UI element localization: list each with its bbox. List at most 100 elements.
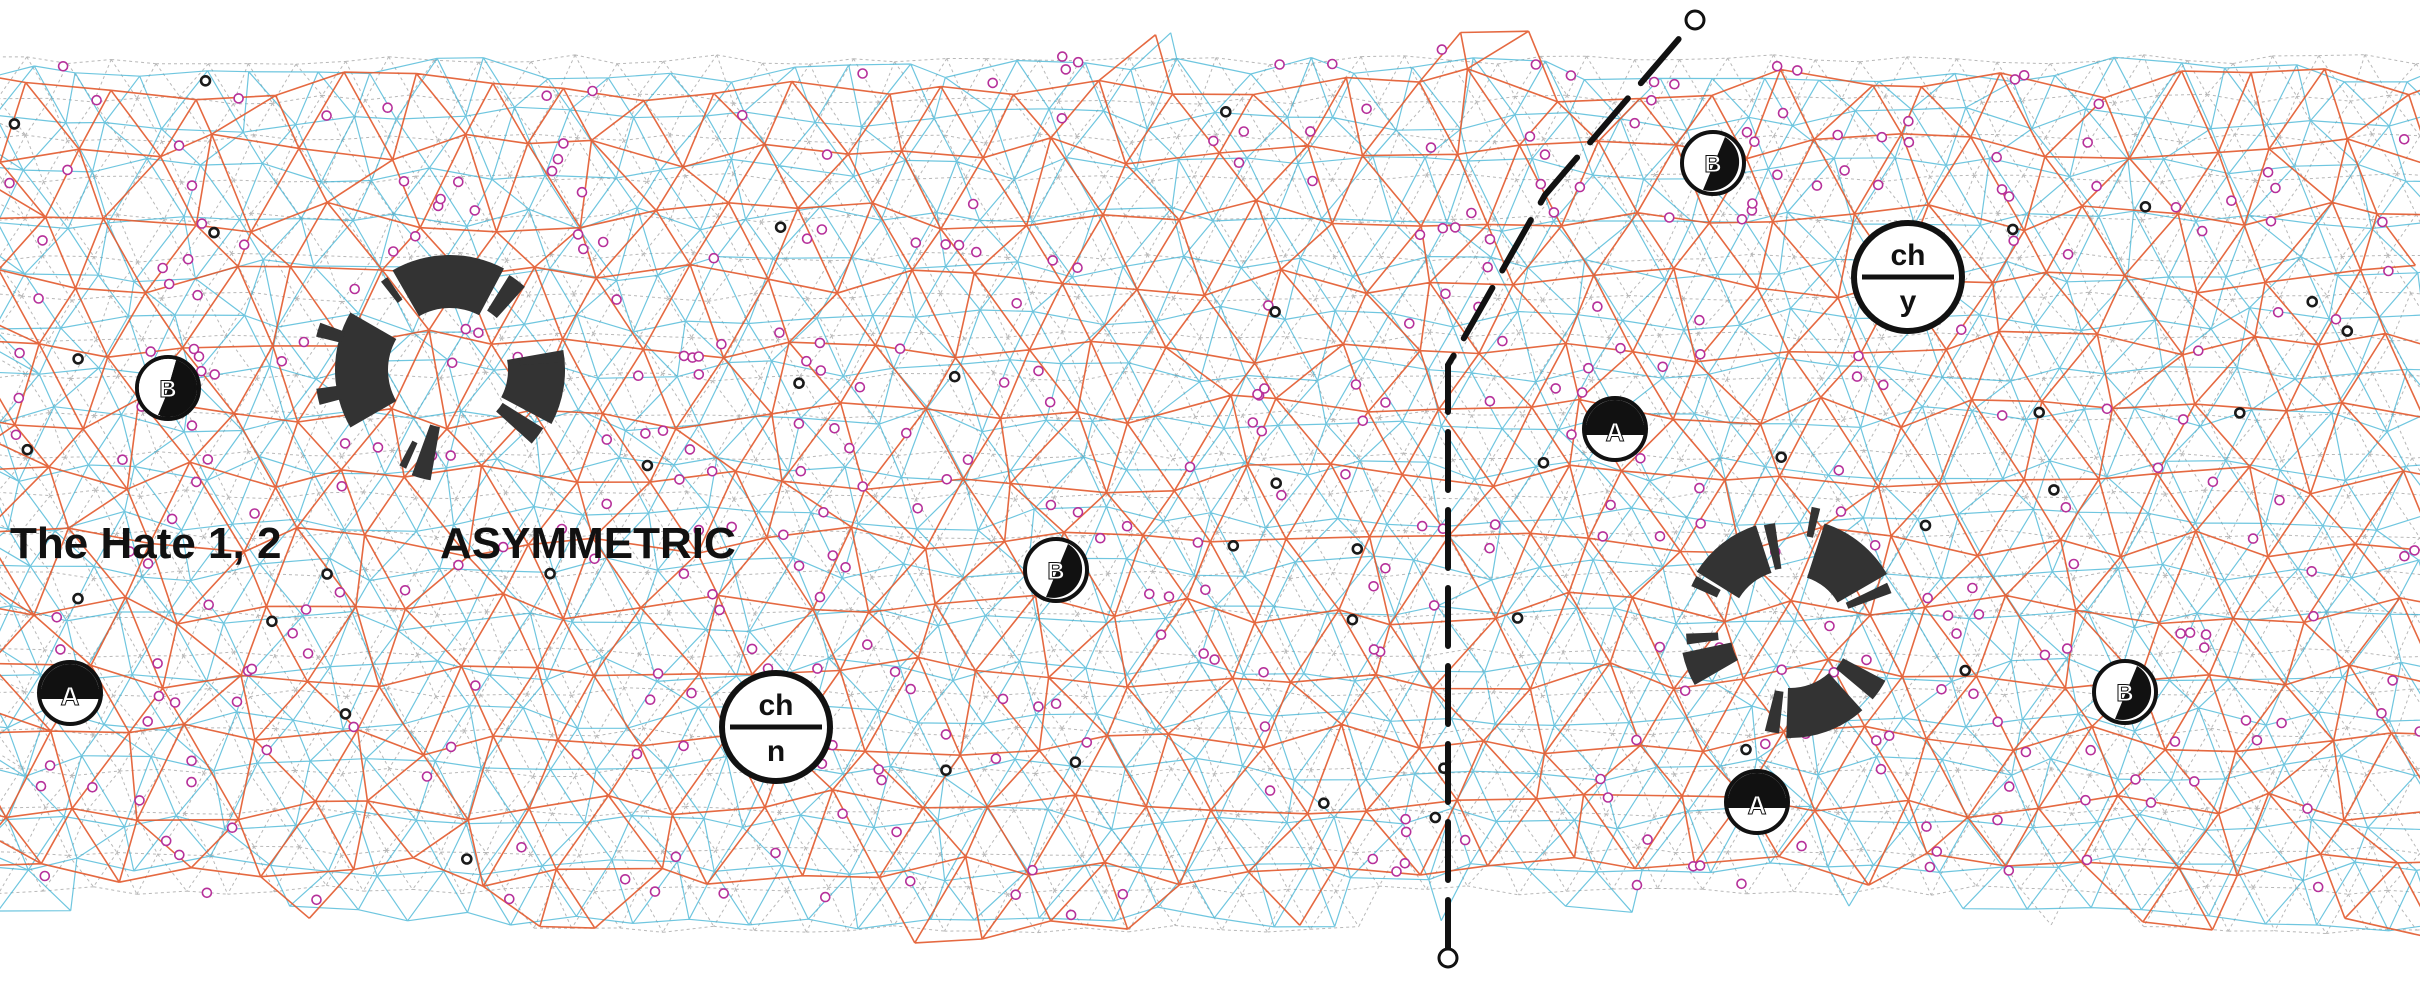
small-ring-node-icon bbox=[910, 237, 922, 248]
small-ring-node-icon bbox=[39, 870, 51, 882]
small-ring-node-icon bbox=[1233, 157, 1245, 168]
small-ring-node-icon bbox=[453, 559, 464, 571]
small-ring-node-icon bbox=[815, 365, 827, 376]
small-ring-node-icon bbox=[1876, 131, 1888, 143]
small-ring-node-icon bbox=[201, 887, 213, 899]
small-ring-node-icon bbox=[2262, 167, 2274, 178]
small-ring-node-icon bbox=[2265, 216, 2277, 227]
small-ring-node-icon bbox=[44, 760, 56, 771]
small-ring-node-icon bbox=[1602, 792, 1614, 803]
small-ring-node-icon bbox=[873, 764, 885, 775]
small-ring-node-icon bbox=[409, 231, 421, 242]
fan-segment bbox=[501, 350, 566, 424]
small-ring-node-icon bbox=[2177, 414, 2189, 425]
small-ring-node-icon bbox=[196, 218, 208, 229]
small-ring-node-icon bbox=[1466, 207, 1477, 219]
small-ring-node-icon bbox=[816, 224, 828, 235]
small-ring-node-icon bbox=[1851, 371, 1863, 382]
small-ring-node-icon bbox=[435, 193, 446, 205]
small-ring-node-icon bbox=[674, 474, 685, 485]
b-badge-icon: B bbox=[1023, 537, 1089, 603]
fan-segment bbox=[519, 355, 558, 366]
small-ring-node-icon bbox=[1484, 234, 1496, 245]
small-ring-node-icon bbox=[1642, 834, 1653, 845]
small-ring-node-icon bbox=[2093, 98, 2105, 110]
small-ring-node-icon bbox=[2004, 781, 2015, 792]
small-ring-node-icon bbox=[1777, 107, 1789, 119]
small-ring-node-icon bbox=[1605, 499, 1616, 511]
small-ring-node-icon bbox=[398, 176, 410, 187]
small-ring-node-icon bbox=[1903, 115, 1914, 127]
small-ring-node-icon bbox=[339, 438, 351, 449]
small-ring-node-icon bbox=[990, 753, 1002, 765]
small-ring-node-icon bbox=[349, 283, 361, 295]
small-ring-node-icon bbox=[62, 164, 73, 176]
small-ring-node-icon bbox=[13, 392, 25, 404]
small-ring-node-icon bbox=[1903, 137, 1915, 148]
fraction-numerator: ch bbox=[1890, 239, 1925, 272]
small-ring-node-icon bbox=[793, 560, 805, 572]
black-ring-node-icon bbox=[72, 592, 84, 605]
black-ring-node-icon bbox=[940, 764, 952, 777]
small-ring-node-icon bbox=[166, 513, 178, 525]
black-ring-node-icon bbox=[1919, 519, 1932, 532]
black-ring-node-icon bbox=[8, 118, 21, 130]
small-ring-node-icon bbox=[1440, 288, 1451, 300]
small-ring-node-icon bbox=[1047, 255, 1058, 266]
small-ring-node-icon bbox=[577, 243, 589, 255]
black-ring-node-icon bbox=[2306, 295, 2318, 308]
small-ring-node-icon bbox=[231, 696, 243, 708]
small-ring-node-icon bbox=[1595, 773, 1606, 785]
small-ring-node-icon bbox=[844, 442, 855, 454]
small-ring-node-icon bbox=[774, 327, 785, 339]
small-ring-node-icon bbox=[460, 323, 472, 335]
small-ring-node-icon bbox=[445, 741, 457, 753]
small-ring-node-icon bbox=[186, 180, 198, 191]
small-ring-node-icon bbox=[1694, 314, 1705, 326]
fan-segment bbox=[1845, 582, 1892, 609]
small-ring-node-icon bbox=[1669, 78, 1680, 90]
black-ring-node-icon bbox=[1227, 539, 1240, 552]
small-ring-node-icon bbox=[2312, 881, 2324, 893]
small-ring-node-icon bbox=[2009, 74, 2021, 85]
small-ring-node-icon bbox=[1736, 878, 1747, 890]
small-ring-node-icon bbox=[1276, 489, 1287, 501]
small-ring-node-icon bbox=[193, 351, 205, 362]
small-ring-node-icon bbox=[2062, 249, 2074, 260]
small-ring-node-icon bbox=[1853, 350, 1864, 362]
small-ring-node-icon bbox=[157, 262, 168, 274]
small-ring-node-icon bbox=[904, 875, 916, 887]
small-ring-node-icon bbox=[186, 776, 197, 788]
small-ring-node-icon bbox=[854, 381, 866, 393]
small-ring-node-icon bbox=[91, 94, 102, 106]
small-ring-node-icon bbox=[1679, 685, 1691, 697]
small-ring-node-icon bbox=[601, 498, 613, 510]
fan-segment bbox=[1763, 523, 1782, 570]
small-ring-node-icon bbox=[857, 481, 869, 492]
small-ring-node-icon bbox=[1072, 56, 1084, 68]
small-ring-node-icon bbox=[246, 663, 258, 675]
small-ring-node-icon bbox=[2003, 865, 2015, 876]
small-ring-node-icon bbox=[601, 434, 613, 445]
small-ring-node-icon bbox=[2330, 313, 2342, 325]
b-badge-icon: B bbox=[2092, 659, 2158, 725]
small-ring-node-icon bbox=[2003, 191, 2015, 202]
small-ring-node-icon bbox=[1811, 180, 1823, 191]
small-ring-node-icon bbox=[572, 229, 584, 240]
small-ring-node-icon bbox=[1121, 520, 1133, 532]
small-ring-node-icon bbox=[1428, 600, 1440, 611]
small-ring-node-icon bbox=[169, 697, 181, 708]
small-ring-node-icon bbox=[2101, 403, 2113, 415]
small-ring-node-icon bbox=[298, 336, 310, 348]
small-ring-node-icon bbox=[1833, 464, 1845, 476]
fraction-badge-ch-n: ch n bbox=[719, 670, 833, 784]
small-ring-node-icon bbox=[276, 355, 288, 367]
radial-segment-fan-icon bbox=[316, 255, 566, 481]
small-ring-node-icon bbox=[1576, 387, 1588, 398]
small-ring-node-icon bbox=[1200, 584, 1211, 596]
small-ring-node-icon bbox=[900, 427, 912, 439]
small-ring-node-icon bbox=[1259, 721, 1271, 732]
small-ring-node-icon bbox=[801, 233, 813, 244]
black-ring-node-icon bbox=[1346, 613, 1359, 626]
b-badge-letter: B bbox=[1704, 151, 1721, 178]
